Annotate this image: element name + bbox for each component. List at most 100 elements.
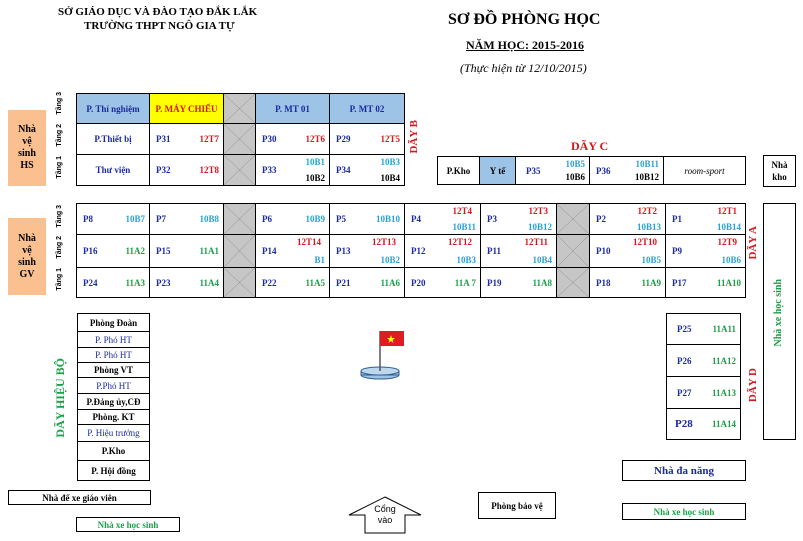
class-label-bottom: 10B14 xyxy=(716,222,741,232)
student-parking-right: Nhà xe học sinh xyxy=(622,503,746,520)
flag-icon xyxy=(355,327,410,382)
class-label-top: 12T14 xyxy=(296,237,321,247)
effective-date: (Thực hiện từ 12/10/2015) xyxy=(460,61,587,75)
room-store: P.Kho xyxy=(437,156,480,185)
class-label-top: 12T9 xyxy=(717,237,737,247)
teacher-parking: Nhà để xe giáo viên xyxy=(8,490,151,505)
class-label-bottom: 10B4 xyxy=(532,255,552,265)
floor-label: Tầng 1 xyxy=(56,156,63,179)
class-label-top: 12T1 xyxy=(717,206,737,216)
class-label: 10B7 xyxy=(125,214,145,224)
room-number: P2 xyxy=(596,214,606,224)
class-label: 11A5 xyxy=(305,277,325,288)
floor-label: Tầng 2 xyxy=(56,236,63,259)
class-label-bottom: 10B5 xyxy=(641,255,661,265)
room-number: P22 xyxy=(262,277,277,288)
class-label-bottom: 10B12 xyxy=(527,222,552,232)
stair-cell xyxy=(223,123,256,155)
office-room: P. Hội đồng xyxy=(77,460,150,481)
room-number: P17 xyxy=(672,277,687,288)
room-number: P18 xyxy=(596,277,611,288)
class-label: 11A2 xyxy=(125,246,145,256)
page-title: SƠ ĐỒ PHÒNG HỌC xyxy=(448,11,601,28)
day-a-label: DÃY A xyxy=(747,226,759,260)
room-p10: P10 12T10 10B5 xyxy=(589,234,666,268)
room-number: P5 xyxy=(336,214,346,224)
room-number: P15 xyxy=(156,246,171,256)
stair-cell xyxy=(223,203,256,235)
parking-right: Nhà xe học sinh xyxy=(763,203,796,440)
room-p6: P6 10B9 xyxy=(255,203,330,235)
office-room: P.Kho xyxy=(77,441,150,461)
class-label-bottom: 10B13 xyxy=(636,222,661,232)
room-number: P4 xyxy=(411,214,421,224)
room-number: P12 xyxy=(411,246,426,256)
room-number: P3 xyxy=(487,214,497,224)
stair-cell xyxy=(223,234,256,268)
toilet-gv: Nhà vệ sinh GV xyxy=(8,218,46,295)
room-p15: P15 11A1 xyxy=(149,234,224,268)
office-room: P. Phó HT xyxy=(77,347,150,363)
office-room: Phòng. KT xyxy=(77,409,150,425)
class-label: 11A6 xyxy=(380,277,400,288)
stair-cell xyxy=(223,154,256,186)
class-label-top: 12T11 xyxy=(524,237,548,247)
day-b-label: DÃY B xyxy=(408,120,420,154)
room-number: P20 xyxy=(411,277,426,288)
room-p23: P23 11A4 xyxy=(149,267,224,298)
office-room: Phòng Đoàn xyxy=(77,313,150,332)
room-number: P8 xyxy=(83,214,93,224)
class-label: 11A4 xyxy=(199,277,219,288)
room-number: P14 xyxy=(262,246,277,256)
room-mt01: P. MT 01 xyxy=(255,93,330,124)
floor-label: Tầng 1 xyxy=(56,268,63,291)
class-label-bottom: 10B6 xyxy=(721,255,741,265)
class-label: 11A1 xyxy=(199,246,219,256)
class-label: 10B9 xyxy=(305,214,325,224)
day-c-label: DÃY C xyxy=(571,139,609,153)
room-p22: P22 11A5 xyxy=(255,267,330,298)
room-number: P23 xyxy=(156,277,171,288)
office-room: P.Đảng ủy,CĐ xyxy=(77,393,150,410)
room-medical: Y tế xyxy=(479,156,516,185)
office-room: P. Hiệu trưởng xyxy=(77,424,150,442)
room-number: P6 xyxy=(262,214,272,224)
class-label-bottom: 10B3 xyxy=(456,255,476,265)
class-label: 11A3 xyxy=(125,277,145,288)
dept-title: SỞ GIÁO DỤC VÀ ĐÀO TẠO ĐẮK LẮK xyxy=(58,6,258,18)
room-mt02: P. MT 02 xyxy=(329,93,405,124)
room-sport: room-sport xyxy=(663,156,746,185)
office-room: P.Phó HT xyxy=(77,377,150,394)
class-label-top: 12T10 xyxy=(632,237,657,247)
student-parking-left: Nhà xe học sinh xyxy=(76,517,180,532)
room-number: P10 xyxy=(596,246,611,256)
stair-cell xyxy=(556,267,590,298)
class-label: 11A 7 xyxy=(454,277,476,288)
class-label-top: 12T4 xyxy=(452,206,472,216)
room-number: P24 xyxy=(83,277,98,288)
class-label-top: 12T2 xyxy=(637,206,657,216)
floor-label: Tầng 2 xyxy=(56,124,63,147)
warehouse: Nhà kho xyxy=(763,155,796,187)
gate-arrow-icon xyxy=(345,495,425,535)
room-p8: P8 10B7 xyxy=(76,203,150,235)
stair-cell xyxy=(556,234,590,268)
room-p24: P24 11A3 xyxy=(76,267,150,298)
